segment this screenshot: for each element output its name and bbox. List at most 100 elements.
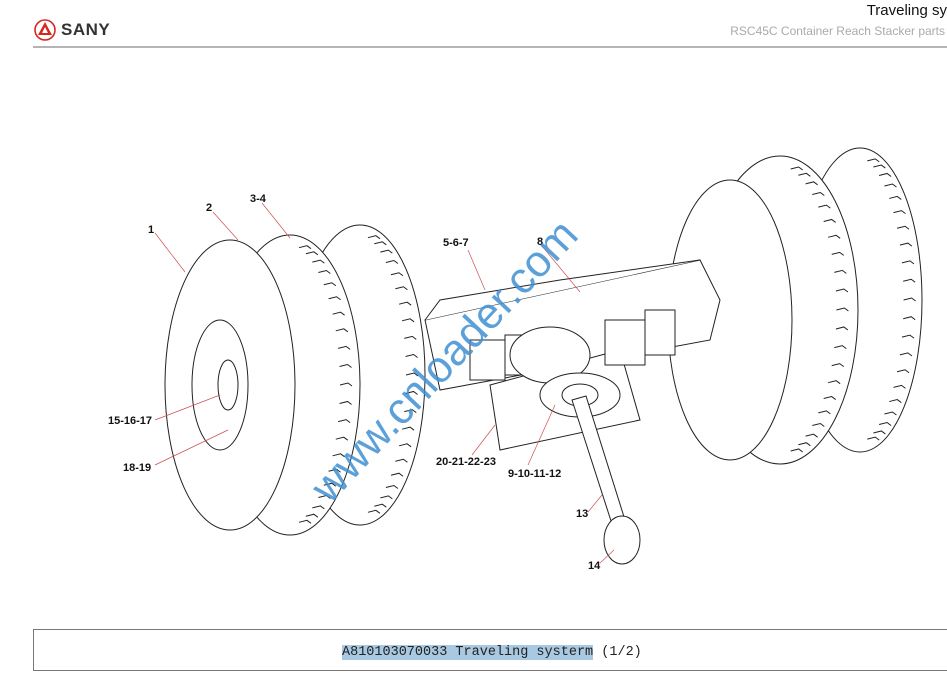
sany-logo-icon: [34, 19, 56, 41]
tread-mark: [828, 234, 841, 239]
page-subtitle: RSC45C Container Reach Stacker parts: [730, 24, 945, 38]
tread-mark: [903, 316, 916, 321]
tread-mark: [831, 251, 845, 256]
tread-mark: [798, 442, 811, 447]
tread-mark: [878, 172, 892, 177]
tread-mark: [404, 335, 417, 340]
tread-mark: [823, 218, 836, 223]
tread-mark: [323, 282, 337, 287]
tread-mark: [399, 301, 412, 306]
tread-mark: [385, 484, 399, 489]
tread-mark: [899, 352, 913, 357]
tread-mark: [899, 242, 913, 247]
tread-mark: [873, 430, 886, 435]
tread-mark: [399, 443, 412, 448]
callout-20-21-22-23: 20-21-22-23: [436, 456, 496, 468]
tread-mark: [312, 259, 325, 264]
tread-mark: [818, 204, 831, 209]
tread-mark: [339, 382, 353, 387]
caption-page: (1/2): [601, 645, 642, 660]
tread-mark: [812, 422, 825, 427]
tread-mark: [834, 345, 847, 350]
drive-shaft: [571, 395, 641, 565]
tread-mark: [305, 513, 319, 518]
tread-mark: [867, 436, 880, 441]
tread-mark: [805, 433, 818, 438]
callout-18-19: 18-19: [123, 462, 151, 474]
tread-mark: [328, 296, 341, 301]
tread-mark: [818, 410, 831, 415]
tread-mark: [896, 225, 910, 230]
axle-housing: [424, 259, 721, 451]
tread-mark: [380, 495, 393, 500]
tread-mark: [835, 326, 849, 331]
callout-2: 2: [206, 202, 212, 214]
tread-mark: [893, 384, 906, 389]
tread-mark: [901, 260, 915, 265]
tread-mark: [903, 278, 916, 283]
tread-mark: [903, 297, 916, 302]
tread-mark: [878, 421, 892, 426]
tread-mark: [405, 372, 419, 377]
tread-mark: [889, 399, 902, 403]
tread-mark: [323, 482, 337, 487]
tire-tread: [298, 158, 916, 524]
tread-mark: [805, 181, 818, 186]
tread-mark: [828, 380, 841, 385]
tread-mark: [335, 436, 349, 441]
sany-logo: SANY: [33, 19, 110, 41]
tread-mark: [332, 453, 345, 458]
tread-mark: [395, 286, 408, 291]
tread-mark: [374, 241, 387, 246]
tread-mark: [884, 183, 897, 188]
tread-mark: [834, 269, 847, 274]
tread-mark: [318, 269, 331, 274]
caption-code-title: A810103070033 Traveling systerm: [342, 645, 594, 660]
tread-mark: [836, 307, 849, 312]
tread-mark: [380, 249, 393, 254]
tread-mark: [337, 419, 351, 424]
callout-14: 14: [588, 560, 601, 572]
tread-mark: [884, 411, 897, 416]
callout-1: 1: [148, 224, 154, 236]
callout-leaders: [154, 202, 615, 564]
tread-mark: [405, 353, 418, 358]
tread-mark: [367, 235, 381, 240]
callout-13: 13: [576, 508, 588, 520]
tread-mark: [790, 448, 803, 453]
tread-mark: [896, 369, 910, 374]
tread-mark: [312, 505, 325, 510]
tread-mark: [901, 334, 915, 339]
tread-mark: [835, 288, 849, 293]
tread-mark: [889, 195, 902, 200]
callout-5-6-7: 5-6-7: [443, 237, 469, 249]
tread-mark: [298, 245, 312, 250]
tread-mark: [337, 345, 351, 350]
tread-mark: [298, 519, 312, 524]
tread-mark: [339, 363, 352, 368]
tread-mark: [823, 395, 836, 400]
tread-mark: [367, 509, 381, 514]
tread-mark: [790, 166, 803, 171]
tread-mark: [404, 409, 417, 414]
callout-9-10-11-12: 9-10-11-12: [508, 468, 561, 480]
header-divider: [33, 46, 947, 48]
tread-mark: [395, 458, 408, 463]
tread-mark: [318, 494, 331, 499]
right-tires: [667, 147, 923, 465]
callout-labels: 1 2 3-4 5-6-7 8 15-16-17 18-19 20-21-22-…: [108, 193, 601, 572]
tread-mark: [405, 390, 418, 395]
callout-3-4: 3-4: [250, 193, 267, 205]
left-tires: [164, 224, 426, 536]
tread-mark: [305, 251, 319, 256]
tread-mark: [831, 363, 845, 368]
page-title: Traveling sy: [866, 2, 947, 19]
tread-mark: [390, 272, 404, 277]
brand-name: SANY: [61, 20, 111, 39]
tread-mark: [332, 311, 345, 316]
tread-mark: [335, 328, 349, 333]
tread-mark: [893, 210, 906, 215]
tread-mark: [374, 503, 387, 508]
tread-mark: [812, 191, 825, 196]
callout-8: 8: [537, 236, 543, 248]
